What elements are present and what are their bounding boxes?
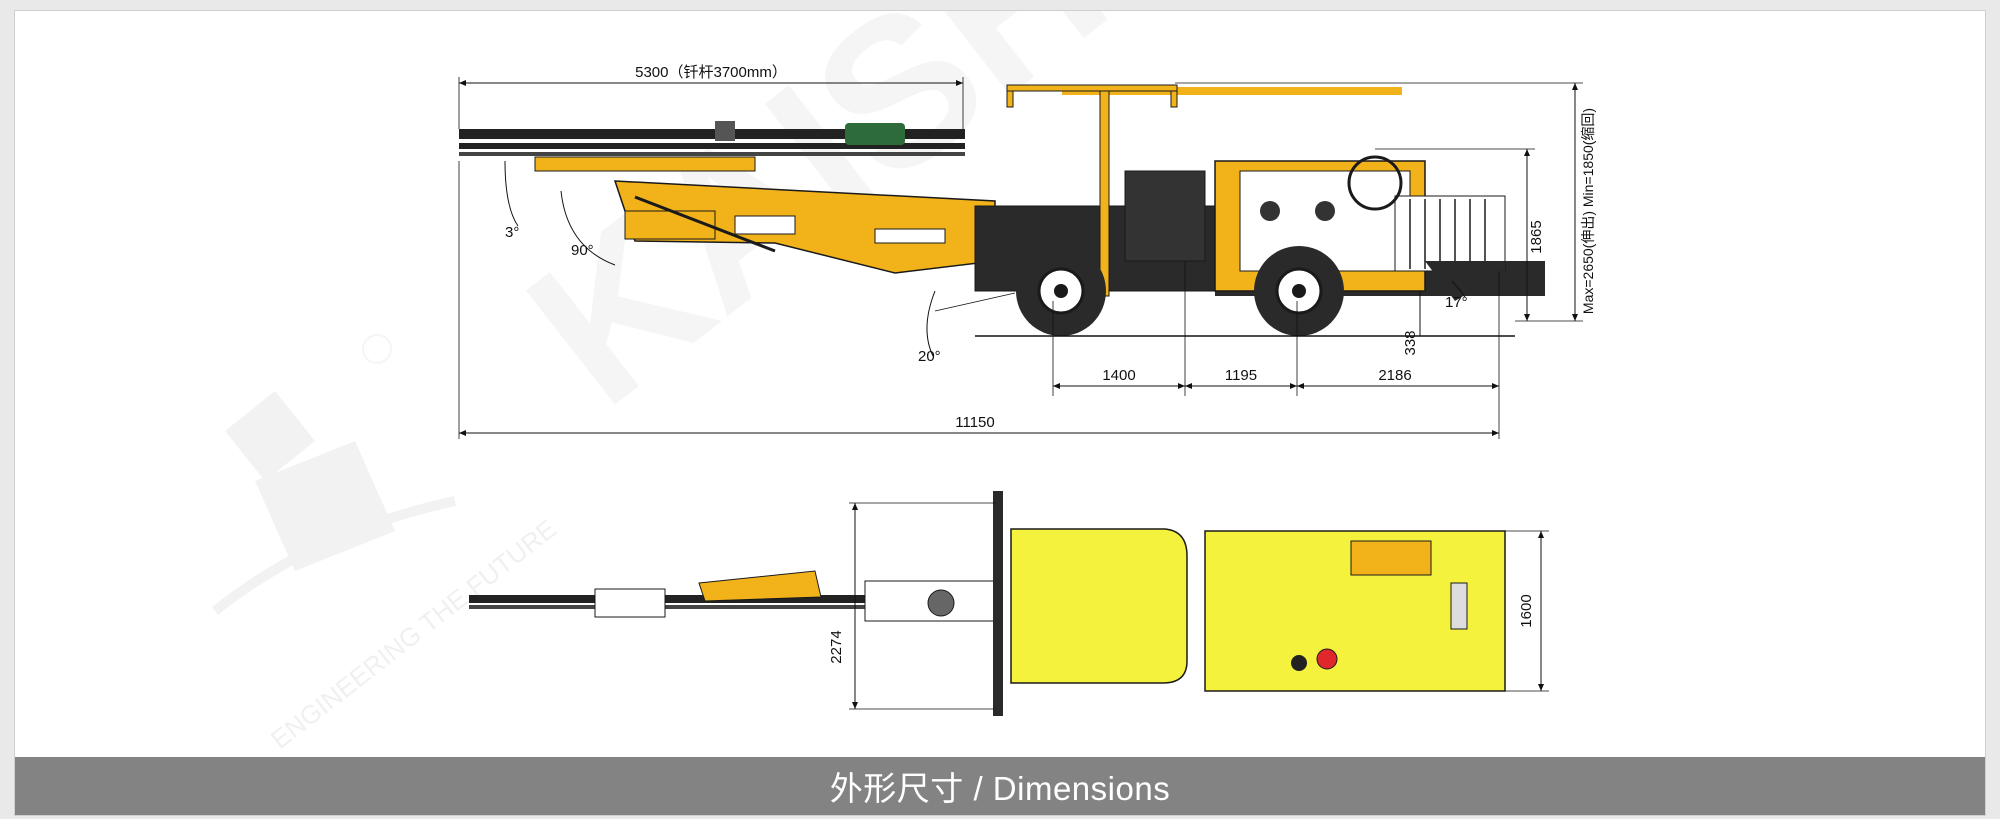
watermark-logo-icon	[211, 334, 457, 615]
dim-feed-length: 5300（钎杆3700mm）	[635, 64, 787, 81]
rear-wheel	[1254, 246, 1344, 336]
dim-width-boom: 2274	[828, 630, 845, 663]
boom-arm	[613, 180, 996, 274]
angle-departure: 17°	[1445, 294, 1468, 311]
side-view: 5300（钎杆3700mm） 11150 1400 1195 2186 1865	[458, 64, 1596, 439]
hose-reel-icon	[1347, 155, 1403, 211]
emergency-stop-icon	[1316, 648, 1338, 670]
angle-feed: 3°	[505, 224, 519, 241]
drill-feed	[459, 121, 965, 172]
registered-mark-icon	[362, 334, 392, 364]
dim-clearance: 338	[1402, 330, 1419, 355]
footer-title-bar: 外形尺寸 / Dimensions	[15, 757, 1985, 815]
dim-wheelbase-front: 1400	[1102, 367, 1135, 384]
angle-approach: 20°	[918, 348, 941, 365]
dimension-drawing: 5300（钎杆3700mm） 11150 1400 1195 2186 1865	[211, 64, 1596, 716]
dim-wheelbase-mid: 1195	[1225, 367, 1257, 384]
dim-rear: 2186	[1378, 367, 1411, 384]
dim-overall-length: 11150	[955, 414, 995, 431]
dim-width-body: 1600	[1518, 594, 1535, 627]
canopy	[1006, 84, 1178, 297]
angle-boom: 90°	[571, 242, 594, 259]
top-front-body	[1010, 528, 1188, 684]
dim-canopy-height: Max=2650(伸出) Min=1850(缩回)	[1580, 108, 1596, 314]
cab-grille	[1409, 199, 1486, 269]
top-feed	[469, 570, 996, 622]
dim-cab-height: 1865	[1528, 220, 1545, 253]
dimensions-sheet: KAISHAN	[14, 10, 1986, 816]
front-wheel	[1016, 246, 1106, 336]
top-front-axle	[993, 491, 1003, 716]
footer-title: 外形尺寸 / Dimensions	[829, 770, 1171, 807]
top-view: 2274 1600	[469, 491, 1549, 716]
